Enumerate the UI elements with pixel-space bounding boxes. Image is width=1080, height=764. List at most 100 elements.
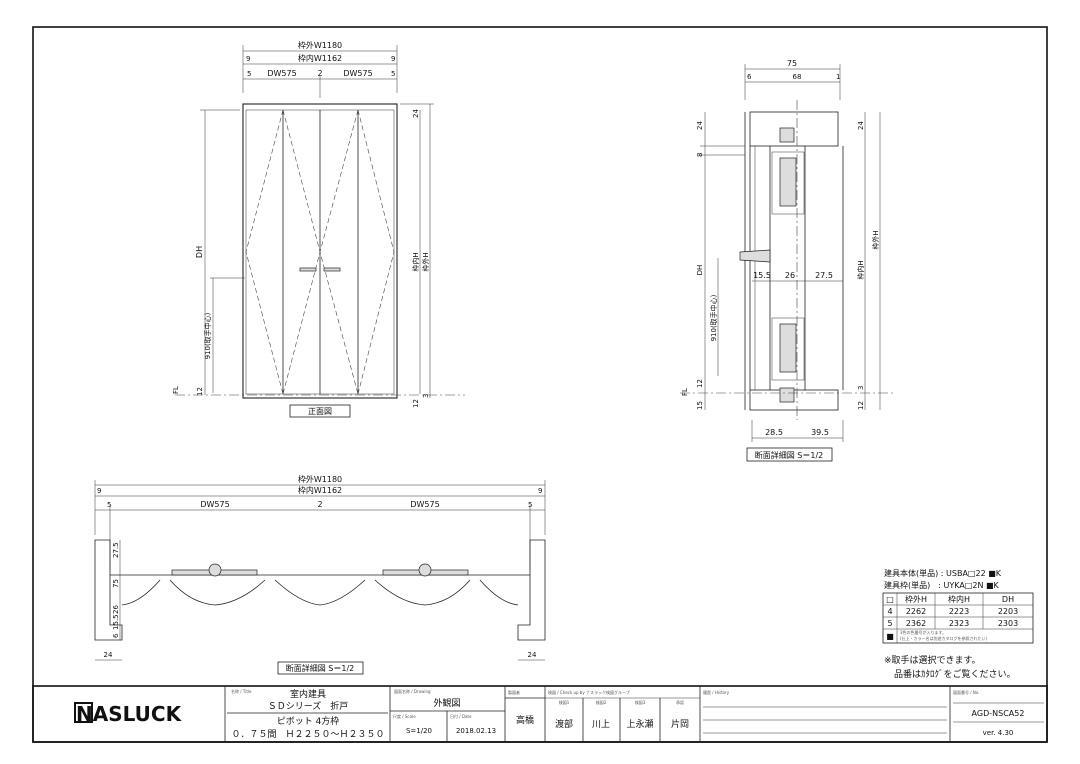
dim-5-right: 5 <box>391 70 395 78</box>
dim-26-h: 26 <box>112 605 120 614</box>
dim-9-h-right: 9 <box>538 487 542 495</box>
checker-role: 検図1 <box>559 699 570 705</box>
spec-body-line: 建具本体(単品) : USBA□22 ■K <box>884 568 1002 578</box>
fl-mark: FL <box>172 386 180 394</box>
dim-6: 6 <box>747 73 752 81</box>
checker-name: 川上 <box>592 719 610 730</box>
nasluck-logo: NASLUCK <box>74 702 183 726</box>
dim-2-h: 2 <box>317 500 322 509</box>
dim-handle-v: 910(取手中心) <box>709 294 718 341</box>
dim-24-h-right: 24 <box>528 651 537 659</box>
dim-dw-left: DW575 <box>267 69 296 78</box>
drawn-by: 高橋 <box>516 714 534 726</box>
spec-cell: 2323 <box>949 619 969 628</box>
scale-caption: 尺度 / Scale <box>393 713 416 719</box>
date-caption: 日付 / Date <box>450 713 472 719</box>
drawing-caption: 図面名称 / Drawing <box>394 688 431 694</box>
spec-table: 建具本体(単品) : USBA□22 ■K 建具枠(単品) : UYKA□2N … <box>882 568 1034 680</box>
title-line-1: 室内建具 <box>290 688 326 700</box>
drawing-name: 外観図 <box>433 697 460 709</box>
dim-5-h-left: 5 <box>107 501 111 509</box>
dim-3-v: 3 <box>857 386 865 390</box>
sheet-border <box>32 26 1048 743</box>
dim-68: 68 <box>793 73 802 81</box>
fl-mark-v: FL <box>681 388 689 396</box>
dim-outer-height: 枠外H <box>421 252 430 271</box>
dim-9-h-left: 9 <box>97 487 101 495</box>
drawing-number: AGD-NSCA52 <box>972 709 1025 718</box>
checker-role: 承認 <box>676 699 684 705</box>
dim-24-v: 24 <box>696 121 704 130</box>
dim-26: 26 <box>785 271 795 280</box>
dim-75-h: 75 <box>112 579 120 588</box>
dim-dw-h-right: DW575 <box>410 500 439 509</box>
front-view: 枠外W1180 枠内W1162 9 9 5 DW575 2 DW575 5 DH <box>172 40 465 418</box>
handle-note: ※取手は選択できます。 <box>884 654 981 666</box>
dim-inner-h-v: 枠内H <box>856 260 865 279</box>
dim-12-vr: 12 <box>857 401 865 410</box>
checker-name: 渡部 <box>555 718 573 730</box>
dim-24-h-left: 24 <box>104 651 113 659</box>
dim-3: 3 <box>422 394 430 398</box>
dim-24: 24 <box>412 109 420 118</box>
title-line-2: ＳＤシリーズ 折戸 <box>268 700 349 712</box>
dim-15-5: 15.5 <box>753 271 771 280</box>
date-value: 2018.02.13 <box>456 727 496 735</box>
front-view-label: 正面図 <box>308 407 332 416</box>
dim-28-5: 28.5 <box>765 428 783 437</box>
spec-color-symbol: ■ <box>886 632 894 641</box>
dim-outer-width: 枠外W1180 <box>298 40 342 50</box>
dim-1: 1 <box>836 73 840 81</box>
history-caption: 履歴 / History <box>703 689 730 695</box>
dim-inner-w-h: 枠内W1162 <box>298 485 342 495</box>
dim-12: 12 <box>196 387 204 396</box>
dim-5-left: 5 <box>247 70 251 78</box>
catalog-note: 品番はｶﾀﾛｸﾞをご覧ください。 <box>894 668 1016 680</box>
dim-6-h: 6 <box>112 633 120 638</box>
drawn-caption: 製図者 <box>508 689 520 695</box>
dim-dh: DH <box>195 246 204 258</box>
dim-outer-h-v: 枠外H <box>871 230 880 249</box>
dim-12-right: 12 <box>412 399 420 408</box>
dim-24-vr: 24 <box>857 121 865 130</box>
title-line-3: ピボット 4方枠 <box>277 715 340 727</box>
spec-cell: 2203 <box>998 607 1018 616</box>
dim-inner-height: 枠内H <box>411 252 420 271</box>
horizontal-section: 枠外W1180 枠内W1162 9 9 5 DW575 2 DW575 5 27… <box>94 474 546 675</box>
scale-value: S=1/20 <box>406 727 432 735</box>
checker-role: 検図2 <box>596 699 607 705</box>
dim-39-5: 39.5 <box>811 428 829 437</box>
spec-cell: 2223 <box>949 607 969 616</box>
check-caption: 検図 / Check up by ナスラック検図グループ <box>548 689 630 695</box>
spec-color-note: (仕上・カラー名は別途カタログを参照されたい) <box>900 635 988 641</box>
title-block: NASLUCK 名称 / Title 室内建具 ＳＤシリーズ 折戸 ピボット 4… <box>32 685 1048 743</box>
dim-handle-center: 910(取手中心) <box>203 312 212 359</box>
dim-15-5-h: 15.5 <box>112 614 120 630</box>
handle-left <box>299 267 317 272</box>
checker-role: 検図3 <box>635 699 646 705</box>
dim-dw-h-left: DW575 <box>200 500 229 509</box>
handle-right <box>323 267 341 272</box>
spec-header: □ <box>886 595 894 604</box>
dim-15: 15 <box>696 401 704 410</box>
dim-dh-v: DH <box>696 265 704 276</box>
spec-cell: 2262 <box>906 607 926 616</box>
dim-dw-right: DW575 <box>343 69 372 78</box>
horizontal-section-label: 断面詳細図 S＝1/2 <box>286 663 355 673</box>
handle-section <box>739 249 771 263</box>
drawing-version: ver. 4.30 <box>983 729 1014 737</box>
dim-27-5-h: 27.5 <box>112 542 120 558</box>
dim-9-left: 9 <box>246 55 250 63</box>
dim-12-v: 12 <box>696 379 704 388</box>
dim-27-5: 27.5 <box>815 271 833 280</box>
spec-header: 枠外H <box>905 594 927 604</box>
logo-text: NASLUCK <box>76 702 183 726</box>
spec-header: DH <box>1002 595 1014 604</box>
title-caption: 名称 / Title <box>231 688 252 694</box>
dim-inner-width: 枠内W1162 <box>298 53 342 63</box>
vertical-section-label: 断面詳細図 S＝1/2 <box>755 450 824 460</box>
spec-header: 枠内H <box>948 594 970 604</box>
spec-color-note: 3色の色番号が入ります。 <box>900 629 946 635</box>
spec-cell: 4 <box>887 607 892 616</box>
